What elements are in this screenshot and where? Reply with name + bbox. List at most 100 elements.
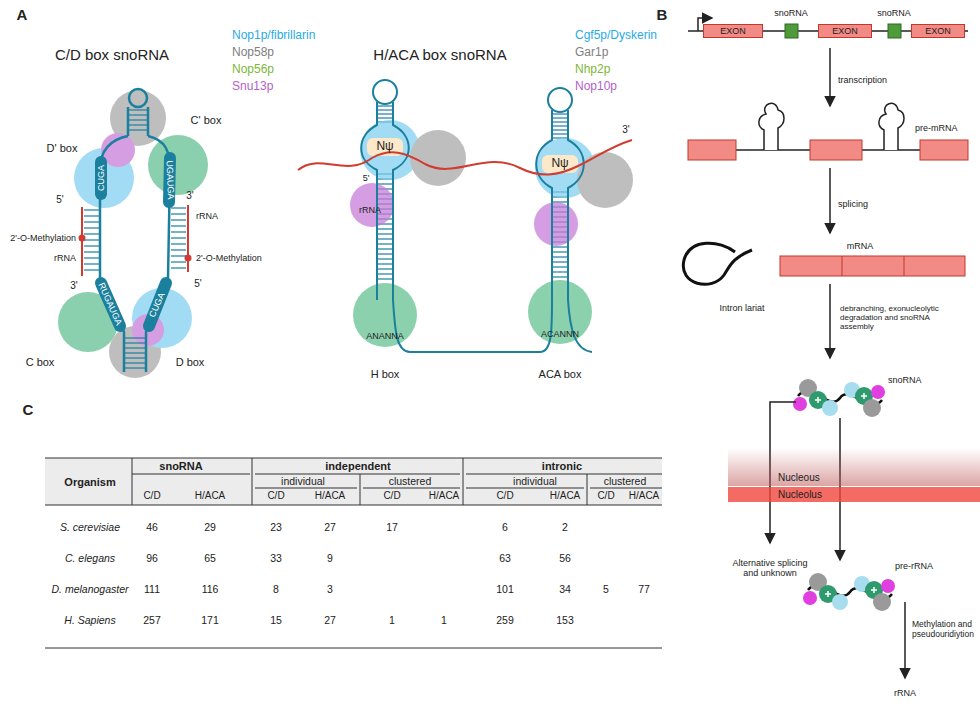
text-label: rRNA: [196, 211, 218, 221]
text-label: CUGA: [96, 165, 106, 191]
text-label: Intron lariat: [719, 303, 764, 313]
table-cell: 5: [603, 583, 609, 595]
text-label: 5': [194, 278, 201, 290]
legend-text: Snu13p: [232, 79, 273, 93]
text-label: UGAUGA: [164, 160, 176, 199]
panel-label: C: [23, 401, 34, 418]
table-cell: 116: [202, 583, 219, 595]
legend-swatch-text: Gar1p: [575, 46, 608, 60]
text-label: rRNA: [359, 205, 381, 215]
table-cell: C. elegans: [65, 552, 115, 564]
node-text: Nucleolus: [778, 490, 822, 500]
panel-label: A: [17, 6, 28, 23]
node-text: Nucleous: [778, 472, 820, 483]
node-text: EXON: [720, 26, 746, 36]
text-label: ACA box: [539, 368, 582, 381]
table-cell: 171: [201, 614, 219, 626]
exon-box: EXON: [911, 24, 965, 38]
table-cell: 17: [386, 521, 398, 533]
table-cell: 257: [143, 614, 161, 626]
text-label: Nψ: [376, 140, 393, 154]
text-label: D box: [176, 356, 205, 369]
text-label: 2'-O-Methylation: [10, 233, 76, 243]
legend-swatch-text: Nop58p: [232, 46, 274, 60]
text-label: splicing: [838, 199, 868, 209]
legend-text: Nhp2p: [575, 62, 610, 76]
text-label: H/ACA box snoRNA: [373, 46, 506, 63]
table-cell: 29: [204, 521, 216, 533]
table-cell: 101: [496, 583, 514, 595]
table-cell: 3: [327, 583, 333, 595]
table-cell: 111: [144, 583, 160, 595]
text-label: rRNA: [894, 688, 916, 698]
table-cell: 46: [146, 521, 158, 533]
table-cell: H/ACA: [629, 490, 660, 502]
legend-text: Gar1p: [575, 45, 608, 59]
table-cell: H/ACA: [315, 490, 346, 502]
exon-box: EXON: [818, 24, 872, 38]
table-cell: intronic: [542, 460, 582, 473]
text-label: snoRNA: [877, 8, 911, 18]
table-cell: 1: [389, 614, 395, 626]
text-label: Methylation and pseudouridiytion: [912, 620, 978, 640]
table-cell: 34: [559, 583, 571, 595]
table-cell: independent: [325, 460, 390, 473]
table-cell: 9: [327, 552, 333, 564]
table-cell: 259: [496, 614, 514, 626]
legend-swatch-text: Nop56p: [232, 63, 274, 77]
text-label: 3': [186, 190, 193, 202]
text-label: 5': [363, 173, 370, 183]
table-cell: 6: [502, 521, 508, 533]
text-label: rRNA: [54, 253, 76, 263]
table-cell: 153: [556, 614, 574, 626]
table-cell: 23: [270, 521, 282, 533]
table-cell: 15: [270, 614, 282, 626]
text-label: ACANNN: [541, 329, 579, 339]
table-cell: clustered: [604, 475, 647, 487]
table-cell: H. Sapiens: [64, 614, 115, 626]
text-label: Alternative splicing and unknown: [730, 558, 810, 579]
table-cell: 8: [273, 583, 279, 595]
table-cell: Organism: [64, 476, 115, 489]
table-cell: 96: [146, 552, 158, 564]
legend-text: Nop10p: [575, 79, 617, 93]
text-label: snoRNA: [774, 8, 808, 18]
compartment-band: Nucleolus: [728, 487, 980, 502]
legend-swatch-text: Nop10p: [575, 80, 617, 94]
text-label: debranching, exonucleolytic degradation …: [840, 304, 965, 332]
text-label: Nψ: [551, 157, 568, 171]
table-cell: C/D: [383, 490, 400, 502]
legend-swatch-text: Cgf5p/Dyskerin: [575, 29, 657, 43]
legend-swatch-text: Snu13p: [232, 80, 273, 94]
table-cell: 2: [562, 521, 568, 533]
table-cell: C/D: [496, 490, 513, 502]
node-text: EXON: [925, 26, 951, 36]
table-cell: 77: [638, 583, 650, 595]
table-cell: H/ACA: [195, 490, 226, 502]
table-cell: C/D: [267, 490, 284, 502]
table-cell: C/D: [597, 490, 614, 502]
text-label: snoRNA: [888, 375, 922, 385]
text-label: 3': [622, 124, 629, 136]
text-label: 3': [70, 280, 77, 292]
text-label: H box: [371, 368, 400, 381]
legend-swatch-text: Nhp2p: [575, 63, 610, 77]
text-label: 5': [56, 194, 63, 206]
text-label: D' box: [47, 142, 78, 155]
table-cell: 27: [324, 614, 336, 626]
text-label: ANANNA: [366, 331, 404, 341]
compartment-band: Nucleous: [728, 448, 980, 486]
text-label: transcription: [838, 75, 887, 85]
panel-label: B: [657, 6, 668, 23]
table-cell: C/D: [143, 490, 160, 502]
table-cell: snoRNA: [159, 460, 202, 473]
table-cell: S. cerevisiae: [60, 521, 120, 533]
table-cell: D. melanogaster: [51, 583, 128, 595]
table-cell: individual: [513, 475, 557, 487]
legend-text: Nop58p: [232, 45, 274, 59]
table-cell: 33: [270, 552, 282, 564]
text-label: mRNA: [847, 241, 874, 251]
text-label: pre-mRNA: [915, 123, 958, 133]
text-label: C box: [26, 356, 55, 369]
